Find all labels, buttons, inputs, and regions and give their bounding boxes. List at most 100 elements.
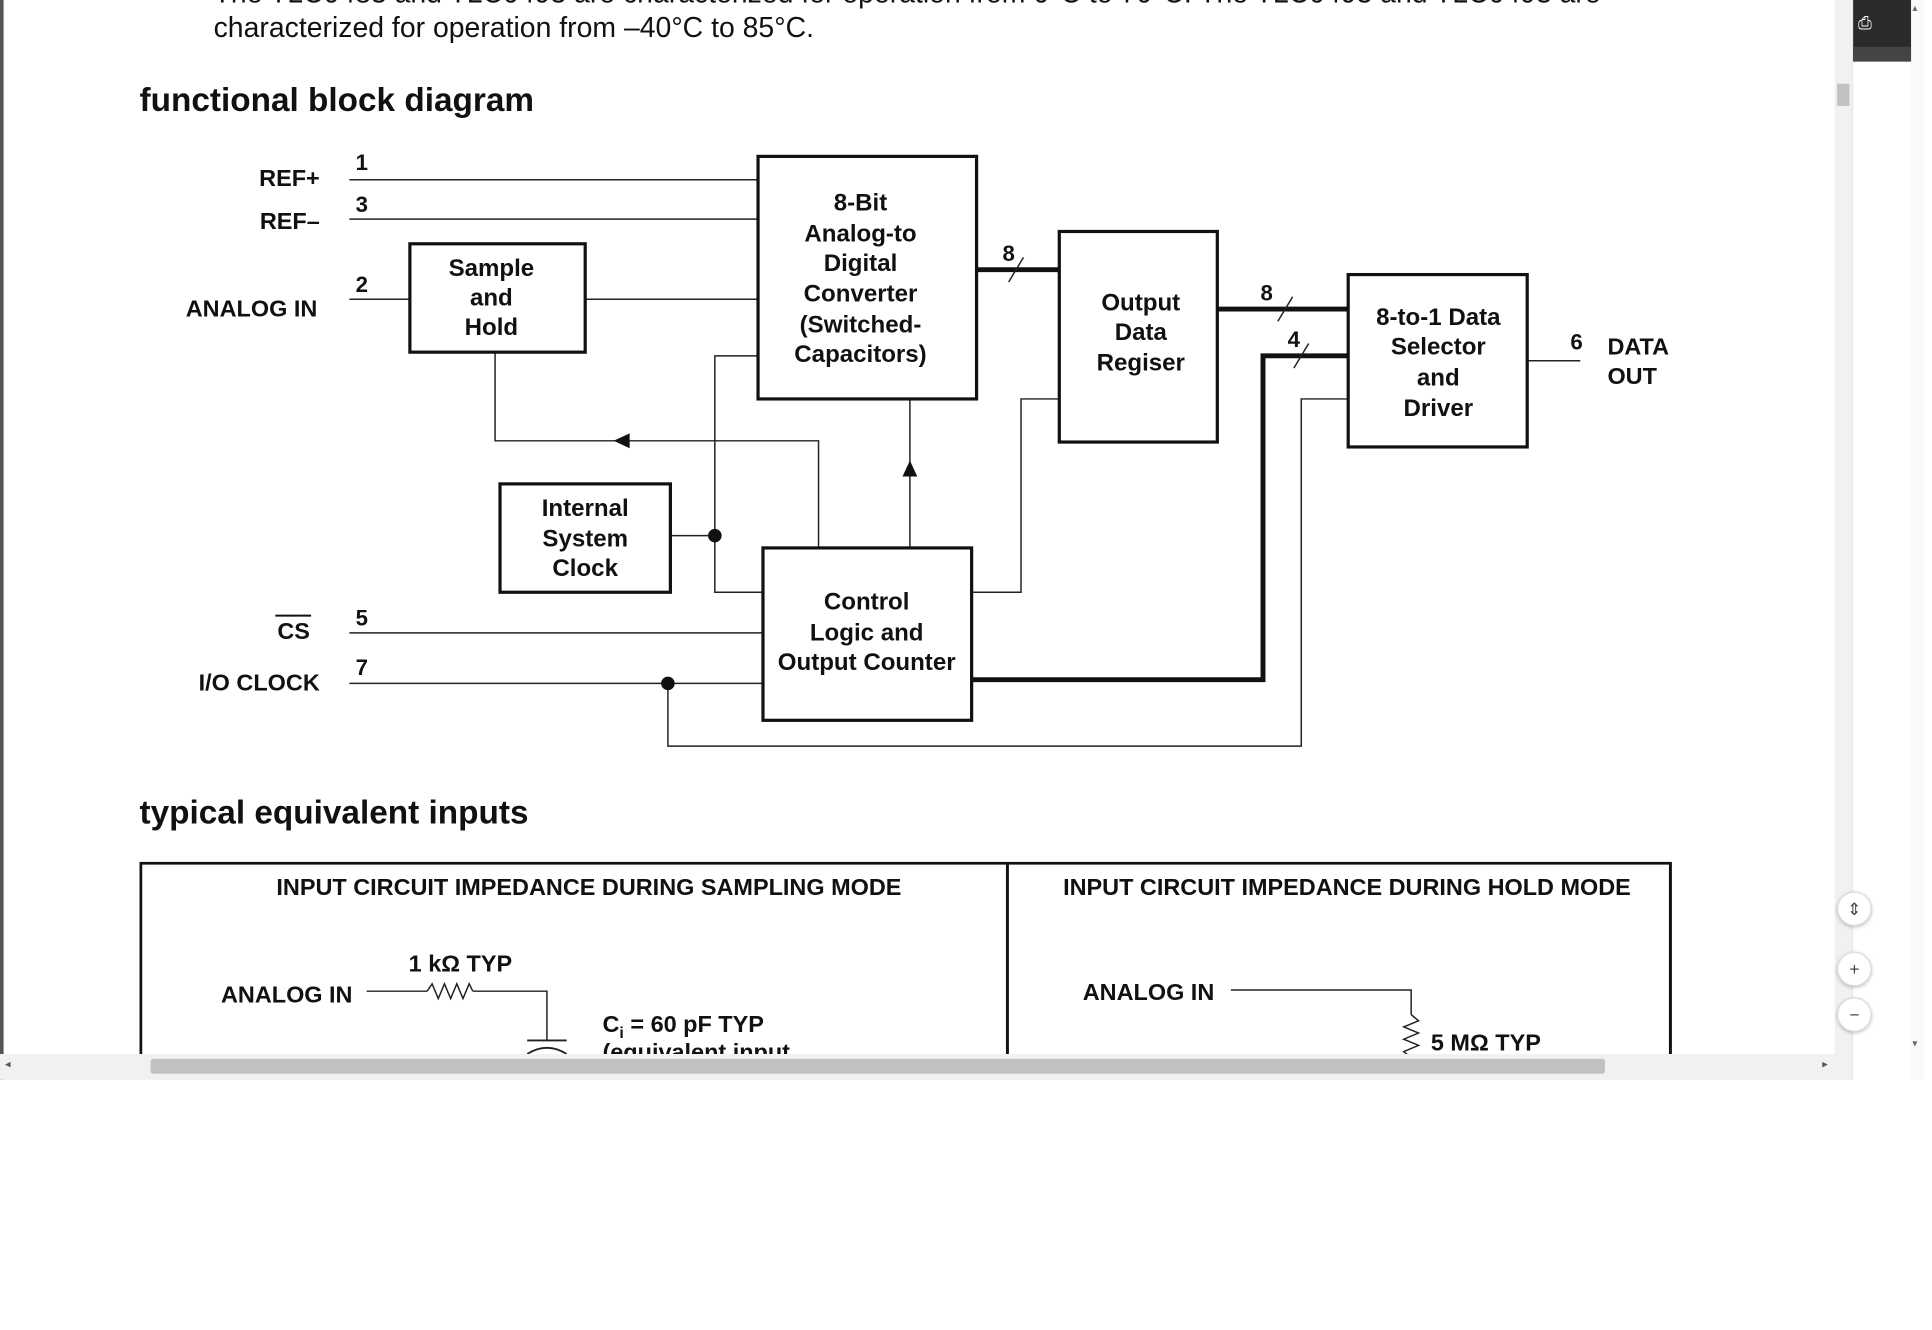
viewer-left-border xyxy=(0,0,4,1080)
selector-line-4: Driver xyxy=(1404,395,1474,422)
control-line-2: Logic and xyxy=(810,619,924,646)
pin-number-3: 3 xyxy=(356,192,368,217)
clock-line-2: System xyxy=(542,526,628,553)
output-register-line-2: Data xyxy=(1115,319,1168,346)
pin-number-7: 7 xyxy=(356,655,368,680)
pin-number-6: 6 xyxy=(1570,330,1582,355)
scroll-left-arrow-icon[interactable]: ◂ xyxy=(4,1057,11,1070)
heading-typical-equivalent-inputs: typical equivalent inputs xyxy=(139,794,529,832)
block-sample-hold xyxy=(408,242,587,354)
print-button-stripe xyxy=(1853,46,1912,62)
bus-slash-3 xyxy=(1293,343,1310,369)
intro-line-2: characterized for operation from –40°C t… xyxy=(213,11,814,44)
junction-io-clock xyxy=(661,676,675,691)
output-register-line-3: Regiser xyxy=(1097,350,1185,377)
sample-hold-line-2: and xyxy=(470,284,513,311)
selector-line-3: and xyxy=(1417,364,1460,391)
heading-functional-block-diagram: functional block diagram xyxy=(139,81,535,119)
scroll-down-arrow-icon[interactable]: ▾ xyxy=(1912,1037,1918,1050)
pin-label-data-out-1: DATA xyxy=(1607,334,1669,360)
resistor-symbol xyxy=(426,981,474,1001)
clock-line-1: Internal xyxy=(542,495,629,522)
adc-line-4: Converter xyxy=(804,281,918,308)
capacitor-note: (equivalent input xyxy=(602,1039,790,1054)
horizontal-scrollbar-thumb[interactable] xyxy=(150,1058,1605,1074)
intro-line-1: The TLC0483 and TLC0493 are characterize… xyxy=(214,0,1819,10)
block-selector xyxy=(1346,272,1529,449)
bus-slash-2 xyxy=(1277,296,1294,322)
minus-icon: − xyxy=(1849,1004,1860,1025)
print-button[interactable]: ⎙ xyxy=(1853,0,1912,62)
adc-line-1: 8-Bit xyxy=(834,190,887,217)
pin-label-ref-plus: REF+ xyxy=(259,165,320,191)
diagram-wires xyxy=(349,179,1581,747)
vertical-scrollbar-thumb[interactable] xyxy=(1837,83,1850,106)
control-line-1: Control xyxy=(824,589,910,616)
capacitor-value-line: Ci = 60 pF TYP xyxy=(602,1011,763,1042)
wire-ctrl-to-sh xyxy=(494,352,820,548)
pin-number-2: 2 xyxy=(356,272,368,297)
capacitor-prefix: C xyxy=(602,1011,619,1037)
block-output-register xyxy=(1057,229,1219,444)
pin-label-ref-minus: REF– xyxy=(260,208,320,234)
scroll-up-arrow-icon[interactable]: ▴ xyxy=(1912,2,1918,14)
capacitor-subscript: i xyxy=(619,1024,623,1042)
block-adc xyxy=(756,154,979,401)
zoom-out-button[interactable]: − xyxy=(1837,997,1872,1032)
pin-label-io-clock: I/O CLOCK xyxy=(199,670,320,696)
capacitor-value: = 60 pF TYP xyxy=(624,1011,764,1037)
resistor-value: 1 kΩ TYP xyxy=(409,951,512,977)
intro-text: The TLC0483 and TLC0493 are characterize… xyxy=(214,0,1819,44)
pin-number-1: 1 xyxy=(356,150,368,175)
selector-line-1: 8-to-1 Data xyxy=(1376,304,1501,331)
control-line-3: Output Counter xyxy=(778,649,956,676)
document-page: The TLC0483 and TLC0493 are characterize… xyxy=(3,0,1835,1054)
block-internal-clock xyxy=(498,482,672,594)
sample-hold-line-1: Sample xyxy=(449,255,535,282)
outer-scrollbar[interactable]: ▴ ▾ xyxy=(1911,0,1924,1080)
equivalent-inputs-table: INPUT CIRCUIT IMPEDANCE DURING SAMPLING … xyxy=(139,861,1672,1054)
block-control-logic xyxy=(761,546,974,722)
hold-mode-header: INPUT CIRCUIT IMPEDANCE DURING HOLD MODE xyxy=(1063,874,1631,900)
output-register-line-1: Output xyxy=(1101,289,1180,316)
wire-io-clock-to-sel xyxy=(667,398,1349,747)
capacitor-curve xyxy=(526,1046,568,1054)
junction-clock xyxy=(708,528,722,543)
sampling-analog-in-label: ANALOG IN xyxy=(221,981,353,1007)
arrow-to-adc xyxy=(902,460,918,477)
printer-icon: ⎙ xyxy=(1858,12,1872,33)
wire-ctrl-to-reg xyxy=(971,398,1060,593)
bus-slash-1 xyxy=(1008,256,1025,283)
functional-block-diagram: Sample and Hold 8-Bit Analog-to Digital … xyxy=(186,150,1669,747)
adc-line-5: (Switched- xyxy=(800,311,922,338)
bus-width-reg-sel: 8 xyxy=(1261,280,1273,305)
sampling-mode-header: INPUT CIRCUIT IMPEDANCE DURING SAMPLING … xyxy=(276,874,901,900)
adc-line-6: Capacitors) xyxy=(794,341,926,368)
hold-analog-in-label: ANALOG IN xyxy=(1083,979,1215,1005)
fit-page-icon[interactable]: ⇕ xyxy=(1837,891,1872,926)
adc-line-2: Analog-to xyxy=(804,220,916,247)
arrow-to-sample-hold xyxy=(613,433,630,449)
pin-label-data-out-2: OUT xyxy=(1607,363,1657,389)
bus-ctrl-to-sel xyxy=(971,353,1349,683)
scroll-right-arrow-icon[interactable]: ▸ xyxy=(1822,1057,1828,1070)
pin-label-cs: CS xyxy=(277,618,310,644)
horizontal-scrollbar[interactable]: ◂ ▸ xyxy=(0,1053,1852,1080)
pin-label-analog-in: ANALOG IN xyxy=(186,295,318,321)
hold-resistor-value: 5 MΩ TYP xyxy=(1431,1029,1541,1054)
wire-clock-bus xyxy=(714,355,763,593)
bus-width-adc-reg: 8 xyxy=(1002,241,1014,266)
table-border xyxy=(139,861,1672,1054)
hold-resistor-symbol xyxy=(1401,1014,1421,1054)
sampling-wire-out xyxy=(472,990,548,1041)
clock-line-3: Clock xyxy=(552,555,618,582)
bus-width-ctrl-sel: 4 xyxy=(1288,327,1301,352)
adc-line-3: Digital xyxy=(824,250,898,277)
hold-wire xyxy=(1230,989,1412,1015)
sample-hold-line-3: Hold xyxy=(465,314,518,341)
pin-number-5: 5 xyxy=(356,606,368,631)
vertical-scrollbar[interactable] xyxy=(1834,0,1852,1054)
plus-icon: + xyxy=(1849,959,1860,979)
zoom-in-button[interactable]: + xyxy=(1837,951,1872,987)
